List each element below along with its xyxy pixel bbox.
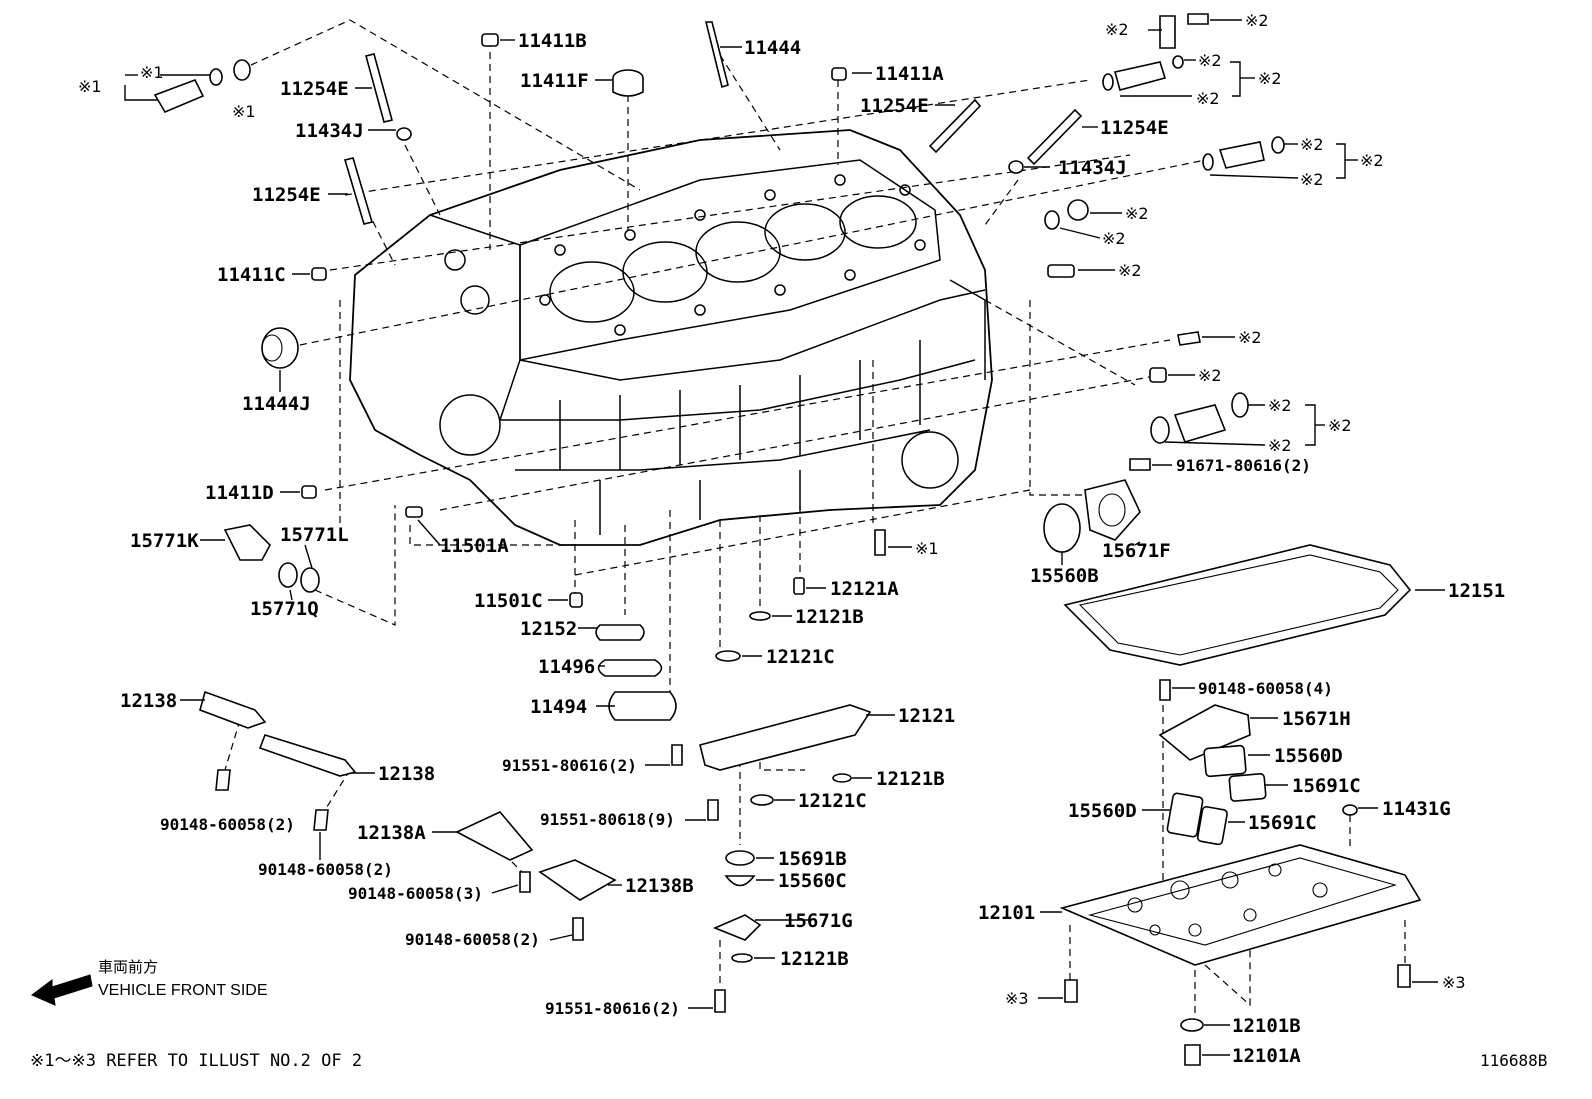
label-11494: 11494 bbox=[530, 696, 587, 718]
label-11434J-2: 11434J bbox=[1058, 157, 1127, 179]
ref-mark: ※2 bbox=[1196, 89, 1220, 108]
label-11444: 11444 bbox=[744, 37, 801, 59]
label-11411C: 11411C bbox=[217, 264, 286, 286]
label-15560D-2: 15560D bbox=[1068, 800, 1137, 822]
cylinder-block bbox=[349, 129, 993, 546]
part-labels: 11411B 11444 11411F 11411A 11254E 11434J… bbox=[120, 30, 1505, 1067]
ref-mark: ※2 bbox=[1328, 416, 1352, 435]
ref-mark: ※2 bbox=[1245, 11, 1269, 30]
ref-mark: ※1 bbox=[140, 63, 164, 82]
label-12152: 12152 bbox=[520, 618, 577, 640]
ref-mark: ※2 bbox=[1105, 20, 1129, 39]
label-15560C: 15560C bbox=[778, 870, 847, 892]
label-15560D-1: 15560D bbox=[1274, 745, 1343, 767]
label-15560B: 15560B bbox=[1030, 565, 1099, 587]
ref-mark: ※2 bbox=[1258, 69, 1282, 88]
label-15691B: 15691B bbox=[778, 848, 847, 870]
label-15771L: 15771L bbox=[280, 524, 349, 546]
ref-mark: ※2 bbox=[1238, 328, 1262, 347]
projection-lines bbox=[224, 19, 1406, 1015]
label-91551-80618: 91551-80618(9) bbox=[540, 810, 675, 829]
label-11411F: 11411F bbox=[520, 70, 589, 92]
label-11444J: 11444J bbox=[242, 393, 311, 415]
label-11411B: 11411B bbox=[518, 30, 587, 52]
label-12138A: 12138A bbox=[357, 822, 426, 844]
label-12121: 12121 bbox=[898, 705, 955, 727]
ref-mark: ※1 bbox=[232, 102, 256, 121]
ref-mark: ※2 bbox=[1198, 51, 1222, 70]
ref-mark: ※2 bbox=[1102, 229, 1126, 248]
ref-mark: ※3 bbox=[1442, 973, 1466, 992]
label-12121B-3: 12121B bbox=[780, 948, 849, 970]
label-91551-80616-1: 91551-80616(2) bbox=[502, 756, 637, 775]
label-15691C-2: 15691C bbox=[1248, 812, 1317, 834]
label-11434J-1: 11434J bbox=[295, 120, 364, 142]
leader-lines bbox=[124, 19, 1445, 1056]
label-15671G: 15671G bbox=[784, 910, 853, 932]
ref-mark: ※2 bbox=[1118, 261, 1142, 280]
ref-mark: ※2 bbox=[1268, 436, 1292, 455]
label-90148-60058-2: 90148-60058(2) bbox=[258, 860, 393, 879]
ref-mark: ※2 bbox=[1268, 396, 1292, 415]
label-12101B: 12101B bbox=[1232, 1015, 1301, 1037]
label-12138-1: 12138 bbox=[120, 690, 177, 712]
label-90148-60058-4: 90148-60058(2) bbox=[405, 930, 540, 949]
label-11501A: 11501A bbox=[440, 535, 509, 557]
illustration-id: 116688B bbox=[1480, 1051, 1547, 1070]
front-arrow-icon bbox=[31, 974, 93, 1006]
label-91551-80616-2: 91551-80616(2) bbox=[545, 999, 680, 1018]
label-11254E-4: 11254E bbox=[1100, 117, 1169, 139]
ref-mark: ※2 bbox=[1198, 366, 1222, 385]
label-11411D: 11411D bbox=[205, 482, 274, 504]
label-12121B-2: 12121B bbox=[876, 768, 945, 790]
label-11411A: 11411A bbox=[875, 63, 944, 85]
ref-mark: ※2 bbox=[1300, 135, 1324, 154]
label-15771K: 15771K bbox=[130, 530, 199, 552]
label-15771Q: 15771Q bbox=[250, 598, 319, 620]
label-12121B-1: 12121B bbox=[795, 606, 864, 628]
ref-mark: ※2 bbox=[1125, 204, 1149, 223]
label-11431G: 11431G bbox=[1382, 798, 1451, 820]
part-icons bbox=[31, 13, 1422, 1066]
footnote: ※1～※3 REFER TO ILLUST NO.2 OF 2 bbox=[30, 1051, 362, 1071]
label-90148-60058-1: 90148-60058(2) bbox=[160, 815, 295, 834]
ref-mark: ※1 bbox=[78, 77, 102, 96]
label-12101A: 12101A bbox=[1232, 1045, 1301, 1067]
label-11501C: 11501C bbox=[474, 590, 543, 612]
label-90148-60058-3: 90148-60058(3) bbox=[348, 884, 483, 903]
label-12138-2: 12138 bbox=[378, 763, 435, 785]
label-90148-60058-5: 90148-60058(4) bbox=[1198, 679, 1333, 698]
reference-marks: ※1 ※1 ※1 ※1 ※2 ※2 ※2 ※2 ※2 ※2 ※2 ※2 ※2 ※… bbox=[78, 11, 1466, 1008]
label-12101: 12101 bbox=[978, 902, 1035, 924]
ref-mark: ※2 bbox=[1360, 151, 1384, 170]
ref-mark: ※1 bbox=[915, 539, 939, 558]
label-15671H: 15671H bbox=[1282, 708, 1351, 730]
label-12121A: 12121A bbox=[830, 578, 899, 600]
label-15691C-1: 15691C bbox=[1292, 775, 1361, 797]
label-12121C-2: 12121C bbox=[798, 790, 867, 812]
label-11496: 11496 bbox=[538, 656, 595, 678]
label-12151: 12151 bbox=[1448, 580, 1505, 602]
direction-label-japanese: 車両前方 bbox=[98, 958, 158, 976]
direction-label-english: VEHICLE FRONT SIDE bbox=[98, 982, 268, 999]
label-11254E-1: 11254E bbox=[280, 78, 349, 100]
label-11254E-2: 11254E bbox=[252, 184, 321, 206]
label-91671-80616: 91671-80616(2) bbox=[1176, 456, 1311, 475]
label-15671F: 15671F bbox=[1102, 540, 1171, 562]
label-12121C-1: 12121C bbox=[766, 646, 835, 668]
label-12138B: 12138B bbox=[625, 875, 694, 897]
ref-mark: ※3 bbox=[1005, 989, 1029, 1008]
ref-mark: ※2 bbox=[1300, 170, 1324, 189]
label-11254E-3: 11254E bbox=[860, 95, 929, 117]
